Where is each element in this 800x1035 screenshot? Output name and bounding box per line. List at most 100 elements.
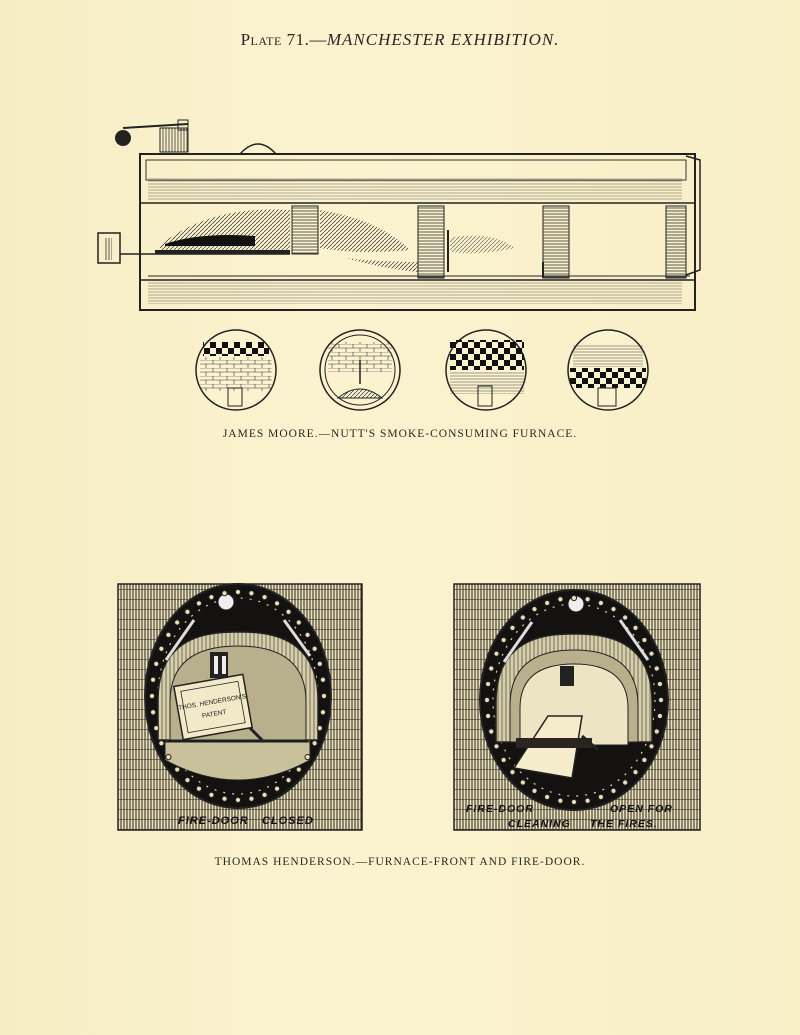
rivet (531, 606, 538, 613)
rivet (648, 650, 655, 657)
rivet (174, 619, 181, 626)
furnace-fire (155, 209, 515, 272)
rivet (285, 608, 292, 615)
rivet (488, 728, 495, 735)
rivet (195, 600, 203, 607)
rivet (653, 728, 660, 735)
rivet (234, 796, 242, 804)
section-circle-1 (195, 329, 277, 411)
rivet (311, 740, 318, 747)
door-plate-maker: THOS. HENDERSON'S (178, 693, 248, 712)
rivet (158, 740, 165, 747)
figure-2-caption: THOMAS HENDERSON.—FURNACE-FRONT AND FIRE… (214, 856, 586, 868)
plate-title: Plate 71.—MANCHESTER EXHIBITION. (0, 30, 800, 50)
rivet (195, 785, 203, 792)
rivet (153, 725, 160, 732)
rivet (584, 797, 591, 804)
rivet (557, 596, 564, 603)
rivet (316, 660, 323, 667)
rivet (570, 798, 578, 806)
rivet (221, 590, 228, 597)
section-circle-3 (445, 329, 527, 411)
rivet (544, 599, 551, 607)
left-door-label-closed: CLOSED (262, 815, 314, 827)
rivet (221, 795, 228, 802)
rivet (500, 636, 507, 644)
rivet (544, 793, 551, 801)
rivet (500, 756, 507, 764)
furnace-front-door (97, 232, 290, 264)
rivet (483, 696, 491, 704)
rivet (208, 593, 215, 601)
title-dash: — (309, 30, 327, 49)
rivet (648, 743, 655, 750)
rivet (632, 769, 639, 776)
rivet (656, 712, 664, 720)
rivet (584, 596, 591, 603)
boiler-body (139, 153, 701, 311)
rivet (484, 680, 492, 688)
dome (239, 143, 277, 155)
bridge-walls (291, 205, 687, 279)
fire-door-open (453, 583, 701, 831)
rivet (165, 754, 172, 761)
right-door-label-the-fires: THE FIRES. (590, 818, 658, 830)
plate-number: Plate 71. (240, 30, 310, 49)
rivet (531, 787, 538, 794)
rivet (295, 766, 302, 773)
rivet (248, 590, 255, 597)
rivet (165, 631, 172, 638)
rivet (610, 787, 617, 794)
rivet (285, 777, 292, 784)
rivet (304, 754, 311, 761)
rivet (622, 614, 629, 621)
rivet (261, 593, 268, 601)
rivet (493, 743, 500, 750)
door-plate-patent: PATENT (202, 709, 228, 720)
rivet (570, 594, 578, 602)
rivet (273, 785, 281, 792)
rivet (295, 619, 302, 626)
rivet (597, 599, 604, 607)
right-door-label-cleaning: CLEANING (508, 818, 571, 830)
fire-door-closed: THOS. HENDERSON'S PATENT (117, 583, 363, 831)
rivet (657, 696, 665, 704)
rivet (319, 709, 327, 716)
figure-1-caption: JAMES MOORE.—NUTT'S SMOKE-CONSUMING FURN… (222, 428, 578, 440)
rivet (641, 636, 648, 644)
furnace-section-illustration (97, 119, 701, 411)
rivet (148, 692, 156, 700)
rivet (484, 712, 492, 720)
rivet (641, 756, 648, 764)
rivet (509, 624, 516, 631)
rivet (184, 608, 191, 615)
rivet (174, 766, 181, 773)
rivet (509, 769, 516, 776)
rivet (493, 650, 500, 657)
rivet (149, 709, 157, 716)
rivet (320, 692, 328, 700)
rivet (557, 797, 564, 804)
rivet (234, 588, 242, 596)
rivet (184, 777, 191, 784)
rivet (488, 665, 495, 672)
rivet (261, 791, 268, 799)
plate-heading: MANCHESTER EXHIBITION. (326, 30, 560, 49)
rivet (653, 665, 660, 672)
section-circle-4 (567, 329, 649, 411)
right-door-label-open-for: OPEN FOR (610, 803, 673, 815)
rivet (610, 606, 617, 613)
rivet (273, 600, 281, 607)
rivet (158, 645, 165, 652)
section-circle-2 (319, 329, 401, 411)
rivet (632, 624, 639, 631)
rivet (149, 676, 157, 683)
rivet (519, 779, 526, 786)
rivet (519, 614, 526, 621)
rivet (597, 793, 604, 801)
left-door-label-fire-door: FIRE-DOOR (178, 815, 249, 827)
rivet (208, 791, 215, 799)
rivet (319, 676, 327, 683)
rivet (304, 631, 311, 638)
